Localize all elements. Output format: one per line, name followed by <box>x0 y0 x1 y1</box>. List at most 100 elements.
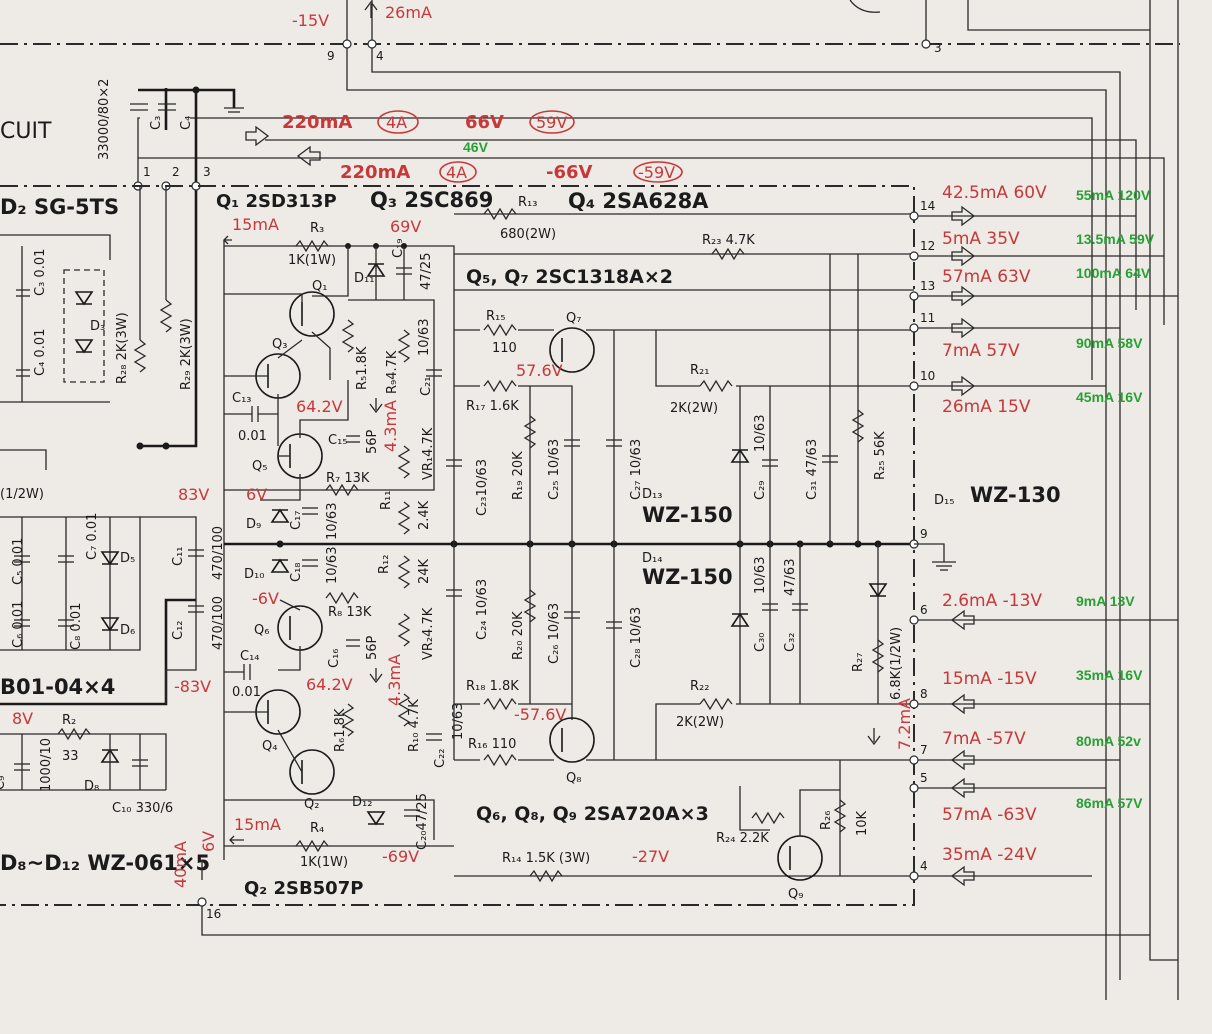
c6-label: C₆ 0.01 <box>11 601 26 648</box>
q2-header: Q₂ 2SB507P <box>244 878 363 899</box>
r25-label: R₂₅ 56K <box>873 431 888 480</box>
r11-val: 2.4K <box>417 500 432 530</box>
c17-label: C₁₇ <box>289 511 304 531</box>
c27-label: C₂₇ 10/63 <box>629 439 644 500</box>
output-pin-number: 14 <box>920 199 935 213</box>
diode-icon <box>74 339 94 354</box>
input-arrow-icon <box>950 693 975 715</box>
r5-label: R₅1.8K <box>355 346 370 390</box>
v6-label: 6V <box>246 485 267 504</box>
r10-label: R₁₀ 4.7K <box>407 699 422 752</box>
c8-label: C₈ 0.01 <box>69 603 84 650</box>
zener-icon <box>270 558 290 573</box>
q1-transistor <box>289 291 335 337</box>
output-pin-number: 12 <box>920 239 935 253</box>
r29-label: R₂₉ 2K(3W) <box>179 318 194 390</box>
r11-label: R₁₁ <box>379 491 394 510</box>
c23-label: C₂₃10/63 <box>475 459 490 516</box>
c11-label: C₁₁ <box>171 547 186 567</box>
output-arrow-icon <box>951 285 976 307</box>
d6-label: D₆ <box>120 623 135 638</box>
c13-val: 0.01 <box>238 429 267 444</box>
r27-label: R₂₇ <box>851 653 866 672</box>
r21-val: 2K(2W) <box>670 401 718 416</box>
c4-label: C₄ <box>179 116 194 130</box>
circled-4a-a <box>377 110 419 134</box>
c30-val: 10/63 <box>753 557 768 594</box>
vm83-label: -83V <box>174 677 211 696</box>
d9-label: D₉ <box>246 517 261 532</box>
q6-transistor <box>277 605 323 651</box>
zener-icon <box>730 612 750 627</box>
output-arrow-icon <box>951 205 976 227</box>
cap-rating-label: 33000/80×2 <box>97 79 112 160</box>
vr1-label: VR₁4.7K <box>421 427 436 480</box>
r7-label: R₇ 13K <box>326 471 370 486</box>
output-current-voltage: 2.6mA -13V <box>942 591 1042 611</box>
v64-2a-label: 64.2V <box>296 397 343 416</box>
c29-label: C₂₉ <box>753 481 768 501</box>
minus15v-label: -15V <box>292 11 329 30</box>
ma4-3a-label: 4.3mA <box>381 400 400 452</box>
c25-label: C₂₅ 10/63 <box>547 439 562 500</box>
c7-label: C₇ 0.01 <box>85 513 100 560</box>
zener-icon <box>730 448 750 463</box>
r13-label: R₁₃ <box>518 195 537 210</box>
v57-6-label: 57.6V <box>516 361 563 380</box>
q7-transistor <box>549 327 595 373</box>
a4-b-label: 4A <box>446 163 467 182</box>
c14-val: 0.01 <box>232 685 261 700</box>
right-arrow-icon <box>245 125 270 147</box>
v8-label: 8V <box>12 709 33 728</box>
vm69-label: -69V <box>382 847 419 866</box>
v83-label: 83V <box>178 485 209 504</box>
diode-icon <box>100 617 120 632</box>
input-arrow-icon <box>950 609 975 631</box>
output-terminal <box>909 251 919 261</box>
pin-3b: 3 <box>203 165 211 179</box>
r12-label: R₁₂ <box>377 555 392 574</box>
output-pin-number: 5 <box>920 771 928 785</box>
q5-tag: Q₅ <box>252 459 267 474</box>
c18-label: C₁₈ <box>289 563 304 583</box>
output-measured-annotation: 13.5mA 59V <box>1076 231 1155 247</box>
r27-val: 6.8K(1/2W) <box>889 627 904 700</box>
output-terminal <box>909 323 919 333</box>
r12-val: 24K <box>417 558 432 584</box>
wz130-label: WZ-130 <box>970 483 1061 507</box>
q5q7-header: Q₅, Q₇ 2SC1318A×2 <box>466 266 673 288</box>
output-arrow-icon <box>951 375 976 397</box>
v66-label: 66V <box>465 112 504 133</box>
ma15-top-label: 15mA <box>232 215 279 234</box>
wz150-a-label: WZ-150 <box>642 503 733 527</box>
output-pin-number: 7 <box>920 743 928 757</box>
r6-label: R₆1.8K <box>333 708 348 752</box>
vr2-label: VR₂4.7K <box>421 607 436 660</box>
circled-vm59 <box>633 161 683 183</box>
r19-label: R₁₉ 20K <box>511 451 526 500</box>
down-arrow-icon <box>867 728 881 746</box>
r16-label: R₁₆ 110 <box>468 737 516 752</box>
c3-label: C₃ <box>149 116 164 130</box>
c18-val: 10/63 <box>325 547 340 584</box>
pin-1: 1 <box>143 165 151 179</box>
output-pin-number: 11 <box>920 311 935 325</box>
pin-4-top: 4 <box>376 49 384 63</box>
input-arrow-icon <box>950 749 975 771</box>
q4-header: Q₄ 2SA628A <box>568 189 709 213</box>
output-measured-annotation: 55mA 120V <box>1076 187 1151 203</box>
r23-label: R₂₃ 4.7K <box>702 233 755 248</box>
zener-icon <box>868 583 888 598</box>
q2-tag: Q₂ <box>304 797 319 812</box>
left-arrow-icon <box>229 835 244 845</box>
vm59-label: -59V <box>638 163 675 182</box>
diode-icon <box>74 291 94 306</box>
output-measured-annotation: 35mA 16V <box>1076 667 1143 683</box>
vm27-label: -27V <box>632 847 669 866</box>
down-arrow-icon <box>369 668 383 684</box>
r2-label: R₂ <box>62 713 76 728</box>
c11-val: 470/100 <box>211 526 226 580</box>
d8-left-label: D₈ <box>84 779 99 794</box>
ma26-label: 26mA <box>385 3 432 22</box>
r3-label: R₃ <box>310 221 324 236</box>
